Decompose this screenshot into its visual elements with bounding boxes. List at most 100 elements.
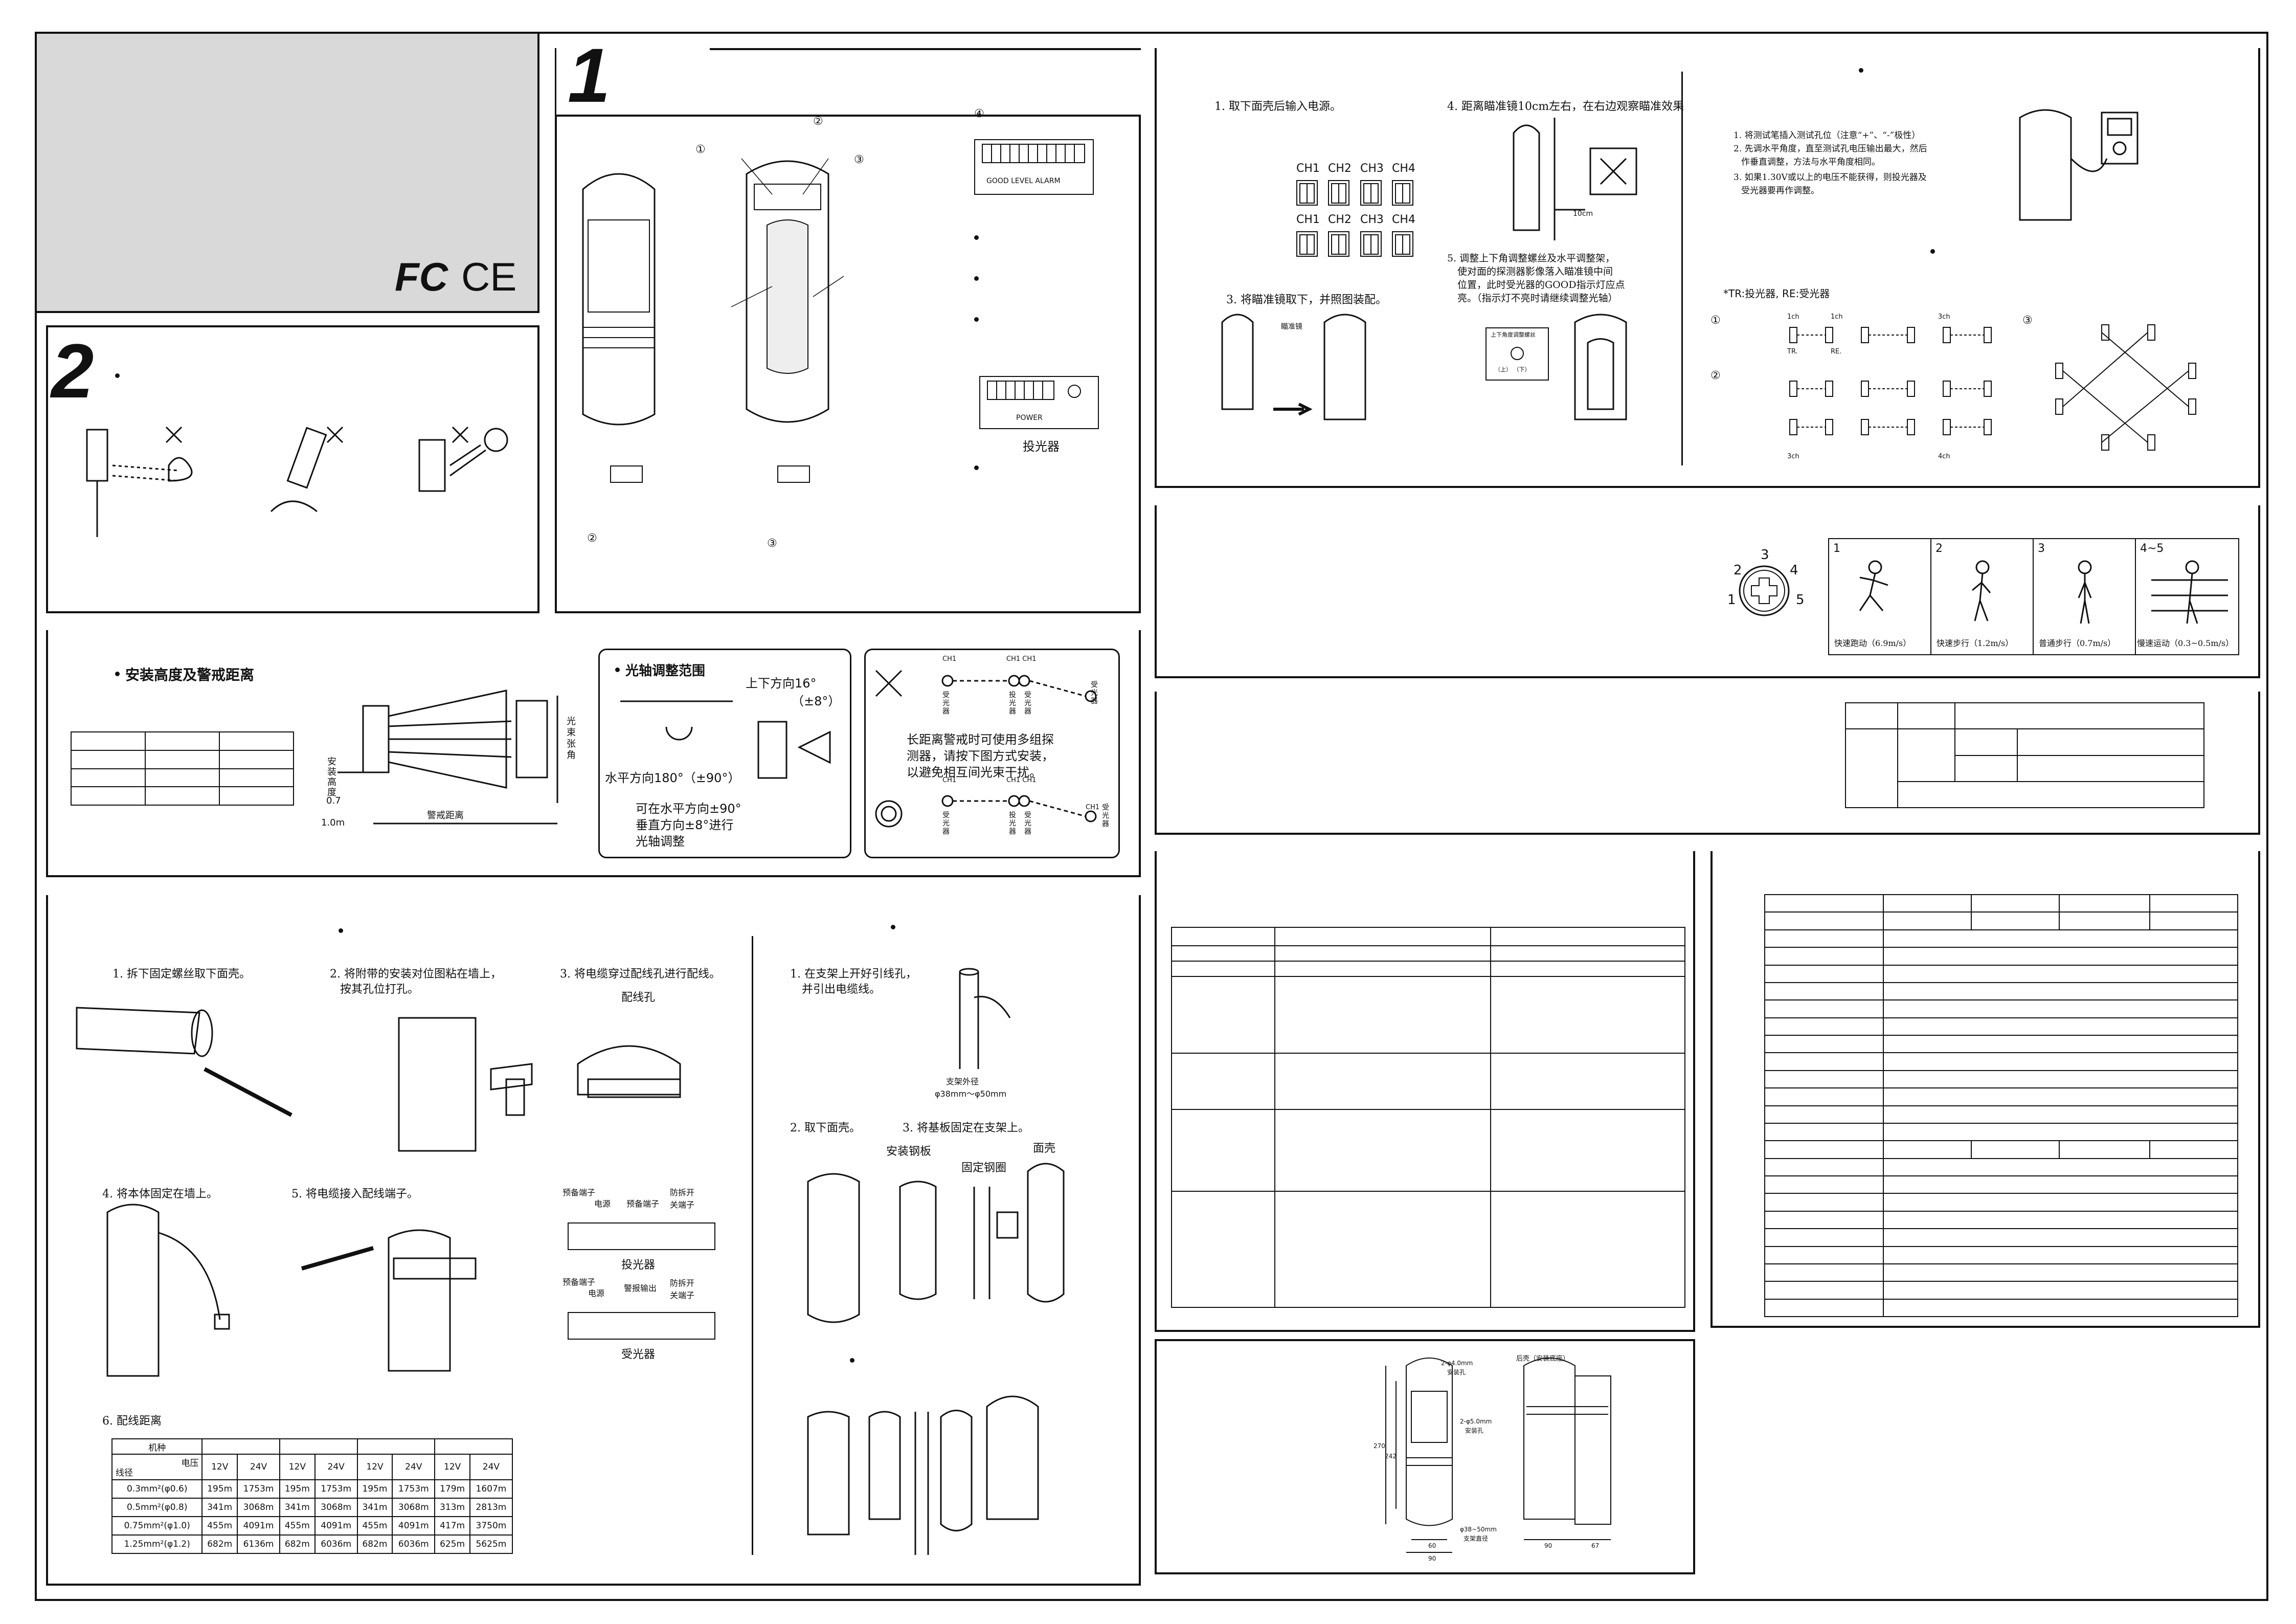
pole-step-1: 1. 在支架上开好引线孔， [790,968,917,981]
receiver-terminal-board: GOOD LEVEL ALARM [974,139,1094,195]
wall-step-1: 1. 拆下固定螺丝取下面壳。 [112,968,251,981]
vertical-range-2: （±8°） [792,694,841,708]
meter-step-3b: 受光器要再作调整。 [1741,186,1819,196]
voltage-cell: 24V [469,1454,513,1480]
wall-step-5: 5. 将电缆接入配线端子。 [291,1188,418,1200]
wall-steps-illustrations [76,1007,681,1377]
bullet [1930,249,1935,254]
pole-step-3: 3. 将基板固定在支架上。 [903,1122,1029,1134]
tamper-terminal: 防拆开关端子 [670,1188,695,1210]
pole-step-1b: 并引出电缆线。 [802,983,881,996]
alarm-output: 警报输出 [624,1283,657,1293]
ch-label: CH1 [942,776,957,784]
adjust-line-1: 可在水平方向±90° [636,802,741,816]
ch-label: CH1 [942,655,957,663]
dial-5: 5 [1796,592,1805,608]
spare-terminal-2: 预备端子 [626,1199,660,1209]
bullet [850,1358,854,1363]
label-box [610,465,643,483]
speed-cell: 4~5 慢速运动（0.3~0.5m/s） [2137,542,2234,648]
dial-2: 2 [1734,563,1742,578]
tx-terminal-label: 投光器 [621,1259,656,1272]
install-height-title: 安装高度及警戒距离 [125,666,255,683]
rx-label: 受光器 [1024,691,1031,716]
distance-10cm: 10cm [1573,210,1593,218]
pole-step-2: 2. 取下面壳。 [790,1122,861,1134]
height-270: 270 [1374,1442,1385,1450]
bullet [974,317,979,322]
adjust-line-2: 垂直方向±8°进行 [636,818,734,832]
ch-label: CH1 [1086,804,1100,811]
ch-label: 3ch [1787,453,1799,460]
ch-label: TR. [1787,348,1798,355]
bullet [891,925,895,929]
section-10-panel [1155,1339,1695,1574]
ch-label: 3ch [1938,313,1950,321]
transmitter-terminal-board: POWER [979,376,1099,429]
rx-label: 受光器 [1024,811,1031,836]
voltage-cell: 24V [392,1454,436,1480]
cover-label: 面壳 [1033,1142,1056,1155]
aim-step-5a: 5. 调整上下角调整螺丝及水平调整架， [1447,253,1615,264]
ch-label: CH1 CH1 [1006,655,1037,663]
dial-3: 3 [1761,547,1769,563]
multi-detector-box: CH1 CH1 CH1 受光器 投光器 受光器 受光器 长距离警戒时可使用多组探… [864,649,1120,858]
pole-dim-b: 支架直径 [1464,1535,1489,1542]
cover-panel: FC CE [35,32,539,313]
pole-dim: φ38~50mm [1460,1526,1497,1533]
height-label: 安装高度 [327,757,336,798]
rx-label: 受光器 [1102,804,1109,828]
scope-view-illustration [1513,118,1637,240]
wire-header: 线径 [116,1468,133,1478]
tx-label: 投光器 [1009,811,1016,836]
aim-step-5d: 亮。（指示灯不亮时请继续调整光轴） [1457,293,1618,304]
bullet [115,672,120,676]
side-width-67: 67 [1591,1542,1600,1549]
ch-label: 1ch [1831,313,1843,321]
meter-step-3: 3. 如果1.30V或以上的电压不能获得，则投光器及 [1734,172,1927,183]
spare-terminal: 预备端子 [562,1188,596,1197]
voltmeter-illustration [2019,109,2139,221]
hole-dim-1b: 安装孔 [1447,1369,1466,1376]
divider [752,936,753,1555]
tamper-terminal: 防拆开关端子 [670,1278,695,1300]
aim-step-5c: 位置，此时受光器的GOOD指示灯应点 [1457,279,1625,291]
speed-cell: 2 快速步行（1.2m/s） [1931,539,2034,654]
voltage-cell: 24V [236,1454,281,1480]
page-frame [35,32,2268,1601]
rx-label: 受光器 [1091,681,1098,705]
section-5-panel [1155,48,2260,488]
dimension-drawing [1385,1358,1611,1553]
config-3: ③ [2022,314,2033,327]
meter-step-2: 2. 先调水平角度，直至测试孔电压输出最大，然后 [1734,144,1927,154]
multi-line-1: 长距离警戒时可使用多组探 [907,732,1054,747]
divider [1681,72,1683,465]
wall-step-2b: 按其孔位打孔。 [340,983,419,996]
detector-inner-illustration [731,158,844,423]
speed-cell: 3 普通步行（0.7m/s） [2034,539,2136,654]
pole-diameter-value: φ38mm～φ50mm [935,1089,1007,1099]
troubleshoot-table [1171,927,1685,1308]
pole-illustrations [807,968,1065,1555]
scope-assembly-illustration [1221,314,1366,420]
channel-config-diagrams [1789,327,1992,435]
config-2: ② [1710,369,1721,382]
wall-step-3: 3. 将电缆穿过配线孔进行配线。 [560,968,721,981]
steel-plate-label: 安装钢板 [886,1145,932,1158]
side-width-90: 90 [1544,1542,1552,1549]
voltage-cell: 24V [314,1454,358,1480]
bullet [974,465,979,470]
power-label: POWER [1016,414,1043,422]
screw-label: 上下角度调整螺丝 [1491,331,1536,338]
bullet [974,276,979,281]
height-242: 242 [1385,1453,1397,1460]
adjust-line-3: 光轴调整 [636,834,685,849]
callout-4: ④ [974,107,984,120]
horizontal-range: 水平方向180°（±90°） [605,771,740,785]
bullet [1859,68,1863,73]
voltage-cell: 12V [434,1454,470,1480]
hole-dim-1: 2-φ4.0mm [1441,1360,1473,1367]
aim-step-5b: 使对面的探测器影像落入瞄准镜中间 [1457,266,1613,277]
